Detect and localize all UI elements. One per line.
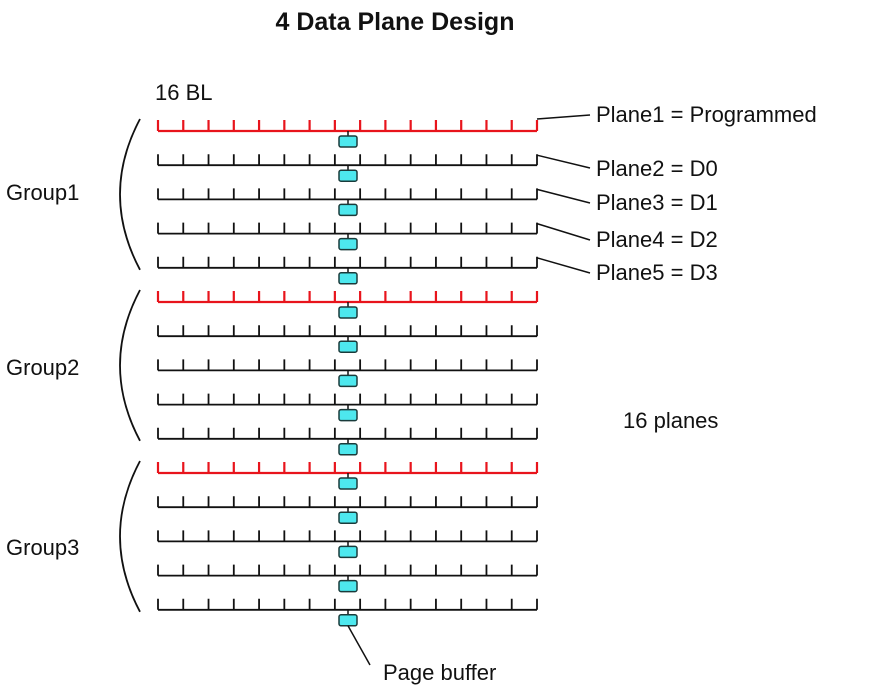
planes-count-label: 16 planes <box>623 408 719 433</box>
group-label-2: Group2 <box>6 355 80 380</box>
plane-label-leader <box>536 114 591 120</box>
page-buffer-box <box>338 614 358 627</box>
plane-label-5: Plane5 = D3 <box>596 260 718 285</box>
page-buffer-box <box>338 237 358 251</box>
plane-label-leader <box>536 222 591 241</box>
data-plane <box>157 256 538 269</box>
programmed-plane <box>156 291 539 304</box>
data-plane <box>157 393 538 406</box>
group-bracket <box>119 118 141 271</box>
plane-label-leader <box>536 257 591 274</box>
plane-label-4: Plane4 = D2 <box>596 227 718 252</box>
page-buffer-box <box>338 135 358 148</box>
group-bracket <box>119 289 141 442</box>
data-plane <box>157 325 538 338</box>
page-buffer-box <box>338 272 358 285</box>
plane-label-leader <box>536 154 591 169</box>
group-bracket <box>119 460 141 613</box>
page-buffer-box <box>338 306 358 319</box>
data-plane <box>157 496 538 509</box>
page-buffer-box <box>338 408 358 422</box>
page-buffer-box <box>338 374 358 388</box>
diagram-title: 4 Data Plane Design <box>275 8 515 36</box>
data-plane <box>157 530 538 543</box>
page-buffer-leader <box>347 625 371 666</box>
data-plane <box>157 359 538 372</box>
data-plane <box>157 598 538 611</box>
plane-label-1: Plane1 = Programmed <box>596 102 817 127</box>
page-buffer-box <box>338 203 358 217</box>
programmed-plane <box>156 120 539 133</box>
page-buffer-box <box>338 340 358 353</box>
page-buffer-box <box>338 511 358 524</box>
bitline-count-label: 16 BL <box>155 80 213 105</box>
plane-label-3: Plane3 = D1 <box>596 190 718 215</box>
data-plane <box>157 154 538 167</box>
data-plane <box>157 188 538 201</box>
data-plane <box>157 222 538 235</box>
page-buffer-box <box>338 545 358 559</box>
page-buffer-box <box>338 477 358 490</box>
page-buffer-box <box>338 169 358 182</box>
programmed-plane <box>156 462 539 475</box>
page-buffer-box <box>338 579 358 593</box>
page-buffer-box <box>338 443 358 456</box>
group-label-3: Group3 <box>6 535 80 560</box>
data-plane <box>157 564 538 577</box>
group-label-1: Group1 <box>6 180 80 205</box>
plane-label-leader <box>536 188 591 204</box>
plane-label-2: Plane2 = D0 <box>596 156 718 181</box>
page-buffer-label: Page buffer <box>383 660 497 685</box>
data-plane <box>157 427 538 440</box>
